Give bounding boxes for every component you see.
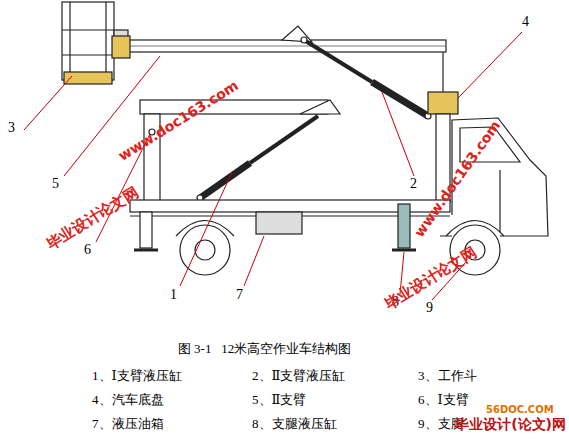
part-list-item: 5、Ⅱ支臂 <box>252 393 306 407</box>
callout-number: 5 <box>52 176 59 191</box>
callout-number: 7 <box>236 287 243 302</box>
boom-one-cylinder <box>197 116 318 201</box>
part-list-item: 2、Ⅱ支臂液压缸 <box>252 369 345 383</box>
watermark: 56DOC.COM <box>486 404 554 415</box>
part-list-item: 6、Ⅰ支臂 <box>418 393 469 407</box>
part-list-item: 8、支腿液压缸 <box>252 417 337 431</box>
callout-number: 3 <box>8 120 15 135</box>
part-list-item: 1、Ⅰ支臂液压缸 <box>92 369 182 383</box>
boom-two <box>112 36 446 58</box>
watermark: 毕业设计(论文)网 <box>455 417 566 432</box>
outriggers <box>134 204 416 250</box>
callout-number: 1 <box>170 287 177 302</box>
oil-tank <box>256 212 302 234</box>
boom-one <box>140 100 340 202</box>
callout-number: 4 <box>522 14 529 29</box>
part-list-item: 4、汽车底盘 <box>92 393 164 407</box>
watermark: 毕业设计论文网 <box>44 184 142 254</box>
callout-number: 6 <box>84 242 91 257</box>
watermark: www.doc163.com <box>412 118 504 240</box>
watermark: www.doc163.com <box>116 78 241 164</box>
figure-caption: 图 3-1 12米高空作业车结构图 <box>178 340 351 358</box>
part-list-item: 7、液压油箱 <box>92 417 164 431</box>
callout-number: 2 <box>410 176 417 191</box>
callout-number: 9 <box>426 300 433 315</box>
part-list-item: 3、工作斗 <box>418 369 477 383</box>
